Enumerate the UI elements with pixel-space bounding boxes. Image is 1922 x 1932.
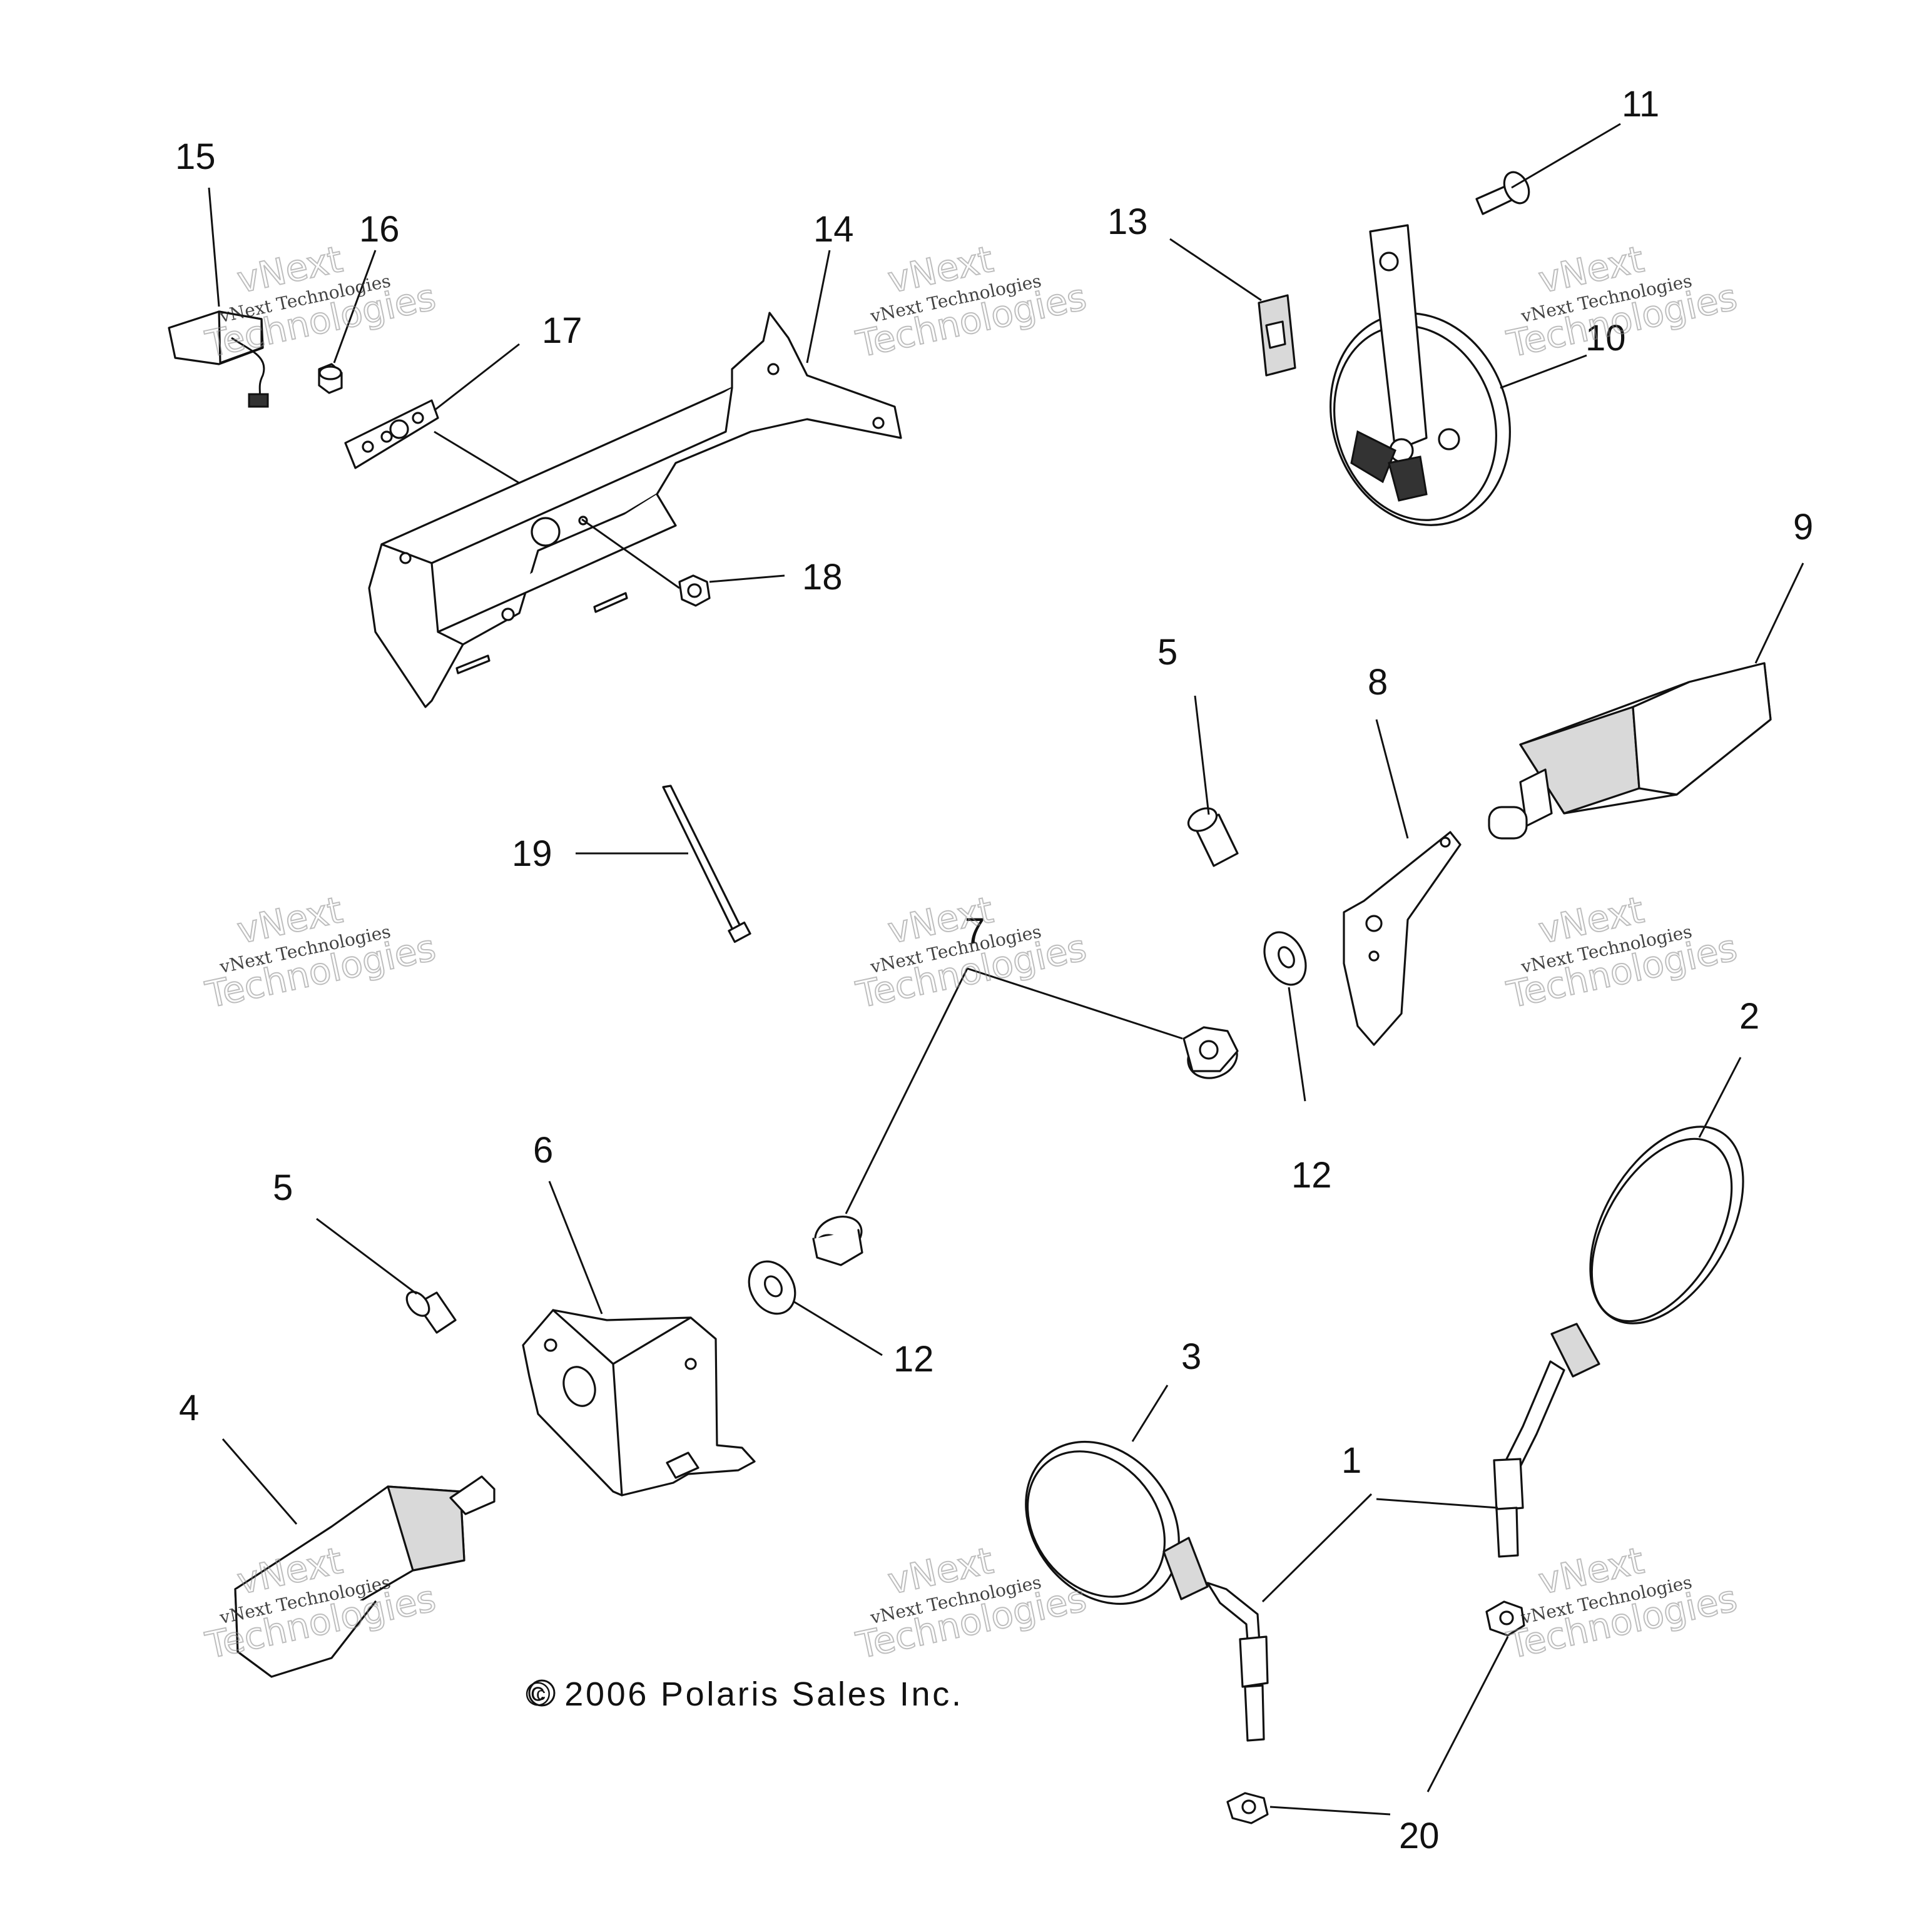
callout-20: 20	[1399, 1816, 1440, 1856]
callout-16: 16	[359, 209, 400, 250]
callout-15: 15	[175, 136, 216, 177]
part-20-nut-upper[interactable]	[1485, 1600, 1525, 1637]
callout-7: 7	[965, 911, 985, 952]
part-6-bracket[interactable]	[522, 1309, 756, 1497]
part-10-horn[interactable]	[1304, 224, 1537, 549]
part-5-bolt-upper[interactable]	[1184, 804, 1239, 867]
callout-3: 3	[1181, 1336, 1201, 1377]
part-7-flange-nut-lower[interactable]	[810, 1211, 867, 1266]
callout-12-right: 12	[1291, 1155, 1332, 1196]
watermark-5: vNext vNext Technologies Technologies	[852, 888, 1091, 1017]
part-14-mounting-bracket[interactable]	[368, 312, 902, 708]
callout-8: 8	[1368, 662, 1388, 703]
watermark-4: vNext vNext Technologies Technologies	[201, 888, 440, 1017]
watermark-2: vNext vNext Technologies Technologies	[852, 237, 1091, 367]
part-8-bracket[interactable]	[1343, 831, 1462, 1046]
leader-lines	[208, 123, 1804, 1816]
callout-17: 17	[542, 310, 582, 351]
callout-6: 6	[533, 1130, 553, 1171]
callout-13: 13	[1107, 201, 1148, 242]
callout-14: 14	[813, 209, 854, 250]
watermark-6: vNext vNext Technologies Technologies	[1503, 888, 1742, 1017]
part-13-clip[interactable]	[1258, 294, 1296, 377]
callout-9: 9	[1793, 507, 1813, 547]
part-5-bolt-lower[interactable]	[402, 1288, 457, 1334]
copyright-notice: c © 2006 Polaris Sales Inc.	[526, 1675, 961, 1713]
callout-4: 4	[179, 1388, 199, 1428]
part-20-nut-lower[interactable]	[1226, 1792, 1269, 1824]
part-7-flange-nut-upper[interactable]	[1182, 1026, 1243, 1085]
callout-18: 18	[802, 557, 843, 597]
part-2-mirror-upper[interactable]	[1493, 1101, 1775, 1558]
watermark-1: vNext vNext Technologies Technologies	[201, 237, 440, 367]
callout-1: 1	[1341, 1440, 1361, 1481]
callout-11: 11	[1622, 84, 1659, 125]
part-16-spacer[interactable]	[318, 363, 343, 394]
callout-10: 10	[1585, 318, 1626, 358]
part-11-bolt[interactable]	[1475, 168, 1533, 215]
callout-5-upper: 5	[1157, 632, 1177, 673]
part-3-mirror-lower[interactable]	[994, 1411, 1269, 1742]
callout-12-left: 12	[893, 1339, 934, 1380]
callout-2: 2	[1739, 996, 1759, 1037]
part-18-nut[interactable]	[678, 574, 711, 607]
part-17-plate[interactable]	[344, 399, 439, 469]
copyright-text: © 2006 Polaris Sales Inc.	[526, 1675, 961, 1713]
callout-19: 19	[512, 833, 552, 874]
watermark-9: vNext vNext Technologies Technologies	[1503, 1538, 1742, 1668]
part-4-turn-signal-left[interactable]	[234, 1475, 496, 1678]
part-9-turn-signal-right[interactable]	[1488, 662, 1772, 840]
svg-text:c: c	[536, 1684, 546, 1704]
part-12-washer-right[interactable]	[1256, 925, 1314, 991]
callout-numbers: 1 2 3 4 5 5 6 7 8 9 10 11 12 12 13 14 15…	[175, 84, 1813, 1856]
part-15-light-unit[interactable]	[168, 310, 269, 408]
part-12-washer-left[interactable]	[740, 1253, 805, 1322]
callout-5-lower: 5	[273, 1167, 293, 1208]
part-19-cable-tie[interactable]	[662, 785, 751, 943]
